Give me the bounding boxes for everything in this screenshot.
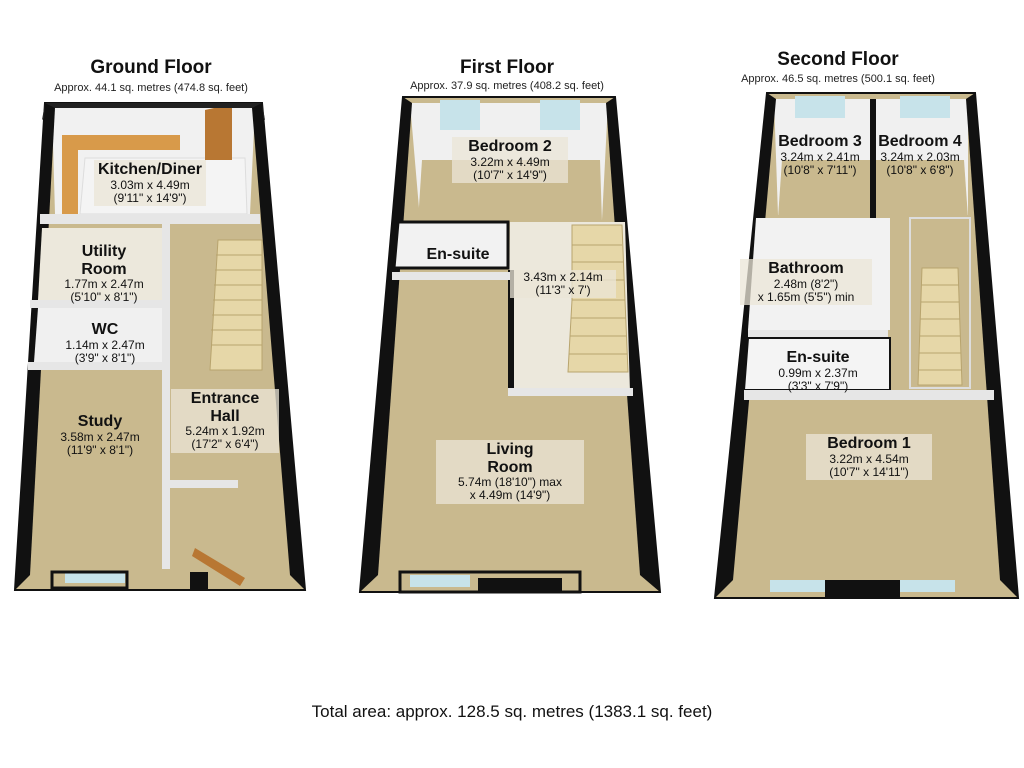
living-room-name-2: Room [487, 458, 533, 476]
entrance-hall-dim-imperial: (17'2" x 6'4") [191, 437, 259, 452]
study-label: Study 3.58m x 2.47m (11'9" x 8'1") [45, 413, 155, 457]
bedroom-4-label: Bedroom 4 3.24m x 2.03m (10'8" x 6'8") [868, 133, 972, 177]
entrance-hall-name-2: Hall [210, 407, 240, 425]
second-en-suite-label: En-suite 0.99m x 2.37m (3'3" x 7'9") [770, 349, 866, 393]
ground-floor-title: Ground Floor [90, 57, 212, 78]
entrance-hall-name-1: Entrance [190, 390, 260, 407]
second-floor-plan: Second Floor Approx. 46.5 sq. metres (50… [700, 0, 1024, 620]
bedroom-1-name: Bedroom 1 [827, 435, 911, 452]
wc-name: WC [91, 321, 119, 338]
second-en-suite-name: En-suite [786, 349, 850, 366]
bathroom-name: Bathroom [768, 260, 844, 277]
kitchen-diner-dim-metric: 3.03m x 4.49m [110, 177, 190, 192]
living-room-name-1: Living [486, 441, 534, 458]
kitchen-diner-label: Kitchen/Diner 3.03m x 4.49m (9'11" x 14'… [94, 160, 207, 206]
study-dim-imperial: (11'9" x 8'1") [66, 442, 134, 457]
utility-room-name-1: Utility [81, 243, 127, 260]
ground-floor-plan: Ground Floor Approx. 44.1 sq. metres (47… [0, 0, 340, 620]
entrance-hall-dim-metric: 5.24m x 1.92m [185, 424, 265, 439]
study-dim-metric: 3.58m x 2.47m [60, 429, 140, 444]
bedroom-2-dim-imperial: (10'7" x 14'9") [473, 167, 547, 182]
second-floor-title: Second Floor [777, 49, 899, 70]
utility-room-label: Utility Room 1.77m x 2.47m (5'10" x 8'1"… [48, 243, 160, 305]
landing-label: 3.43m x 2.14m (11'3" x 7') [510, 270, 616, 299]
kitchen-diner-dim-imperial: (9'11" x 14'9") [113, 190, 187, 205]
bedroom-2-name: Bedroom 2 [468, 138, 552, 155]
bathroom-label: Bathroom 2.48m (8'2") x 1.65m (5'5") min [740, 259, 872, 305]
first-en-suite-label: En-suite [416, 246, 500, 264]
bathroom-dim-metric: 2.48m (8'2") [773, 276, 839, 291]
entrance-hall-label: Entrance Hall 5.24m x 1.92m (17'2" x 6'4… [171, 389, 279, 453]
bedroom-1-dim-imperial: (10'7" x 14'11") [829, 464, 909, 479]
utility-room-name-2: Room [81, 260, 127, 278]
second-floor-area: Approx. 46.5 sq. metres (500.1 sq. feet) [741, 73, 935, 85]
bedroom-1-label: Bedroom 1 3.22m x 4.54m (10'7" x 14'11") [806, 434, 932, 480]
bedroom-1-dim-metric: 3.22m x 4.54m [829, 451, 909, 466]
first-floor-area: Approx. 37.9 sq. metres (408.2 sq. feet) [410, 80, 604, 92]
kitchen-diner-name: Kitchen/Diner [98, 161, 203, 178]
bedroom-3-name: Bedroom 3 [778, 133, 862, 150]
bedroom-3-dim-imperial: (10'8" x 7'11") [783, 162, 857, 177]
bedroom-4-dim-imperial: (10'8" x 6'8") [886, 162, 954, 177]
landing-dim-imperial: (11'3" x 7') [535, 283, 591, 298]
second-en-suite-dim-imperial: (3'3" x 7'9") [787, 378, 849, 393]
wc-dim-imperial: (3'9" x 8'1") [74, 350, 136, 365]
first-floor-title: First Floor [460, 57, 554, 78]
study-name: Study [77, 413, 123, 430]
landing-dim-metric: 3.43m x 2.14m [523, 270, 603, 284]
total-area: Total area: approx. 128.5 sq. metres (13… [311, 702, 713, 721]
bathroom-dim-imperial: x 1.65m (5'5") min [757, 289, 855, 304]
living-room-dim-metric: 5.74m (18'10") max [458, 475, 562, 490]
ground-floor-area: Approx. 44.1 sq. metres (474.8 sq. feet) [54, 82, 248, 94]
bedroom-4-dim-metric: 3.24m x 2.03m [880, 149, 960, 164]
first-en-suite-name: En-suite [426, 246, 490, 263]
living-room-label: Living Room 5.74m (18'10") max x 4.49m (… [436, 440, 584, 504]
first-floor-drawing [358, 96, 662, 594]
second-floor-drawing [713, 92, 1020, 599]
utility-room-dim-imperial: (5'10" x 8'1") [70, 290, 138, 305]
second-en-suite-dim-metric: 0.99m x 2.37m [778, 365, 858, 380]
ground-floor-drawing [13, 102, 307, 591]
bedroom-3-label: Bedroom 3 3.24m x 2.41m (10'8" x 7'11") [768, 133, 872, 177]
bedroom-4-name: Bedroom 4 [878, 133, 962, 150]
bedroom-3-dim-metric: 3.24m x 2.41m [780, 149, 860, 164]
living-room-dim-imperial: x 4.49m (14'9") [469, 488, 551, 503]
utility-room-dim-metric: 1.77m x 2.47m [64, 277, 144, 292]
wc-dim-metric: 1.14m x 2.47m [65, 337, 145, 352]
bedroom-2-dim-metric: 3.22m x 4.49m [470, 154, 550, 169]
wc-label: WC 1.14m x 2.47m (3'9" x 8'1") [50, 321, 160, 365]
first-floor-plan: First Floor Approx. 37.9 sq. metres (408… [340, 0, 680, 620]
bedroom-2-label: Bedroom 2 3.22m x 4.49m (10'7" x 14'9") [452, 137, 568, 183]
